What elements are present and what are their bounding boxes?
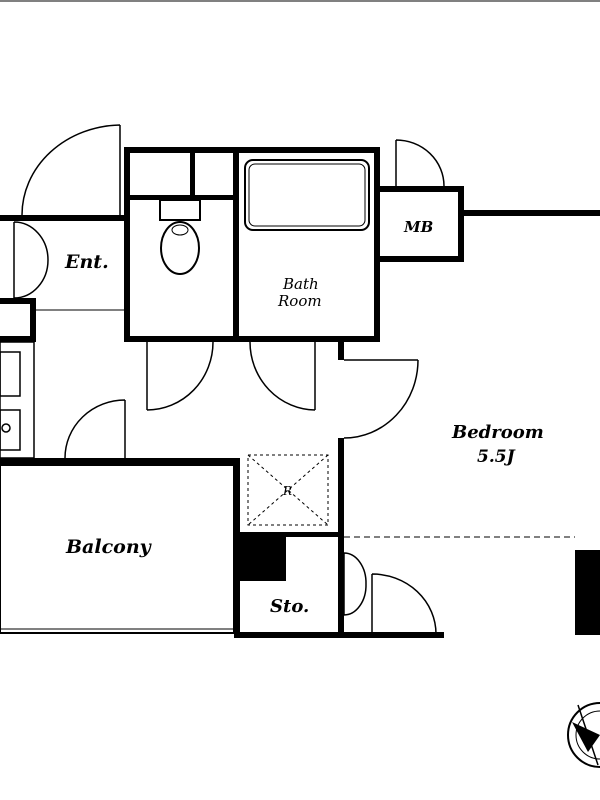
refrigerator-space (247, 454, 329, 526)
bathtub (244, 159, 370, 231)
bath-door (249, 341, 316, 411)
toilet-tank (159, 199, 201, 221)
shoe-cabinet-doors (13, 221, 49, 299)
bath-right-wall (374, 147, 380, 342)
storage-door (371, 573, 437, 635)
balcony-label: Balcony (65, 536, 153, 558)
bedroom-size-label: 5.5J (477, 447, 516, 467)
bath-label-line2: Room (277, 292, 322, 310)
refrigerator-label: R (282, 484, 292, 498)
balcony-door (64, 399, 126, 459)
storage-top-wall (240, 532, 340, 537)
mb-bottom-wall (380, 256, 464, 262)
bedroom-label: Bedroom (451, 422, 544, 443)
meter-box-label: MB (403, 218, 433, 236)
bedroom-left-wall-upper (338, 342, 344, 360)
wetarea-bottom-wall (124, 336, 380, 342)
mb-top-wall (380, 186, 464, 192)
doors (13, 124, 445, 635)
bedroom-pillar (575, 550, 600, 635)
compass-icon (567, 702, 600, 768)
storage-label: Sto. (270, 596, 309, 617)
toilet-shelf-wall (130, 195, 235, 200)
entrance-top-wall (0, 215, 126, 221)
wetarea-top-wall (124, 147, 380, 153)
bottom-wall (234, 632, 444, 638)
toilet-closet-wall (190, 153, 195, 197)
entrance-door (21, 124, 121, 216)
balcony-top-wall (0, 458, 240, 465)
toilet-seat-mark (171, 224, 189, 236)
shoe-cabinet-side-wall (30, 298, 36, 342)
mb-right-wall (458, 186, 464, 262)
toilet-bowl (160, 221, 200, 275)
closet-doors (343, 552, 367, 616)
storage-pillar (240, 537, 286, 581)
kitchen-top-wall (0, 336, 36, 342)
bedroom-left-wall-lower (338, 438, 344, 638)
shoe-cabinet-wall (0, 298, 36, 304)
walls (0, 147, 600, 638)
mb-door (395, 139, 445, 187)
exterior-right-top-wall (464, 210, 600, 216)
kitchen-counter (0, 341, 35, 459)
balcony-right-wall (234, 458, 240, 638)
bathtub-inner (248, 163, 366, 227)
toilet-bath-divider-wall (233, 147, 239, 342)
balcony-outline (0, 464, 235, 634)
toilet-left-wall (124, 147, 130, 342)
bedroom-door (343, 359, 419, 439)
toilet-door (146, 341, 214, 411)
bath-label-line1: Bath (282, 275, 319, 293)
entrance-label: Ent. (64, 251, 109, 273)
